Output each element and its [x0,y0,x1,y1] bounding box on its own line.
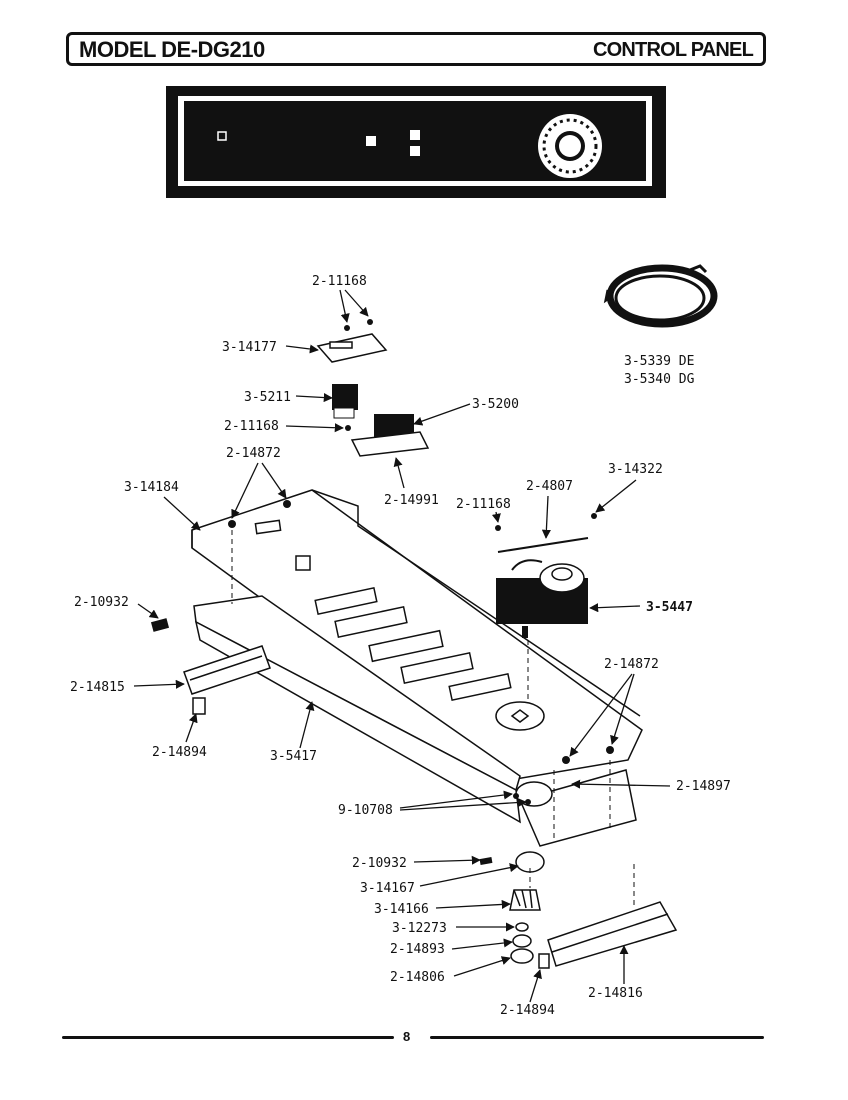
timer-motor-icon [496,559,588,638]
part-label: 2-11168 [312,274,367,289]
push-switch-icon [332,384,358,419]
wire-lead [497,537,589,553]
button-icon [410,146,420,156]
part-label: 3-14166 [374,902,429,917]
part-label: 2-11168 [456,497,511,512]
part-label: 2-14815 [70,680,125,695]
part-label: 2-14894 [152,745,207,760]
part-label: 3-5339 DE [624,354,694,369]
part-label: 3-5340 DG [624,372,695,387]
part-label: 2-11168 [224,419,279,434]
footer-rule-right [430,1036,764,1039]
clip-icon [192,697,206,715]
part-label: 2-14897 [676,779,731,794]
part-label: 2-14894 [500,1003,555,1018]
power-cord-icon [603,264,718,328]
part-label: 9-10708 [338,803,393,818]
timer-knob-icon [509,889,541,911]
part-label: 3-12273 [392,921,447,936]
part-label: 3-5447 [646,600,693,615]
part-label: 3-14184 [124,480,179,495]
part-label: 2-14893 [390,942,445,957]
control-panel-front-view [166,86,666,198]
part-label: 2-10932 [352,856,407,871]
rocker-switch-icon [350,414,430,457]
part-labels: 2-11168 3-14177 3-5211 2-11168 3-5200 2-… [70,274,731,1018]
footer-rule-left [62,1036,394,1039]
part-label: 3-5200 [472,397,519,412]
washer-icon [512,934,532,948]
part-label: 2-14991 [384,493,439,508]
screw-icon [150,319,614,865]
section-title: CONTROL PANEL [593,39,754,61]
part-label: 3-14177 [222,340,277,355]
part-label: 2-4807 [526,479,573,494]
part-label: 3-5417 [270,749,317,764]
model-title: MODEL DE-DG210 [79,37,265,62]
page-number: 8 [403,1029,411,1044]
part-label: 3-5211 [244,390,291,405]
part-label: 2-14872 [226,446,281,461]
end-cap-left [183,645,271,695]
button-icon [410,130,420,140]
bushing-icon [510,948,534,964]
alignment-lines [231,530,635,906]
part-label: 2-14806 [390,970,445,985]
leader-lines [133,289,671,1003]
title-box: MODEL DE-DG210 CONTROL PANEL [66,32,766,66]
part-label: 3-14167 [360,881,415,896]
button-icon [366,136,376,146]
front-rail [193,595,521,824]
end-cap-right [547,901,678,967]
console-plate [191,489,643,781]
clip-icon [538,953,550,969]
part-label: 3-14322 [608,462,663,477]
switch-bracket [316,333,388,363]
part-label: 2-14872 [604,657,659,672]
part-label: 2-10932 [74,595,129,610]
washer-icon [515,922,529,932]
indicator-light-icon [217,131,227,141]
part-label: 2-14816 [588,986,643,1001]
